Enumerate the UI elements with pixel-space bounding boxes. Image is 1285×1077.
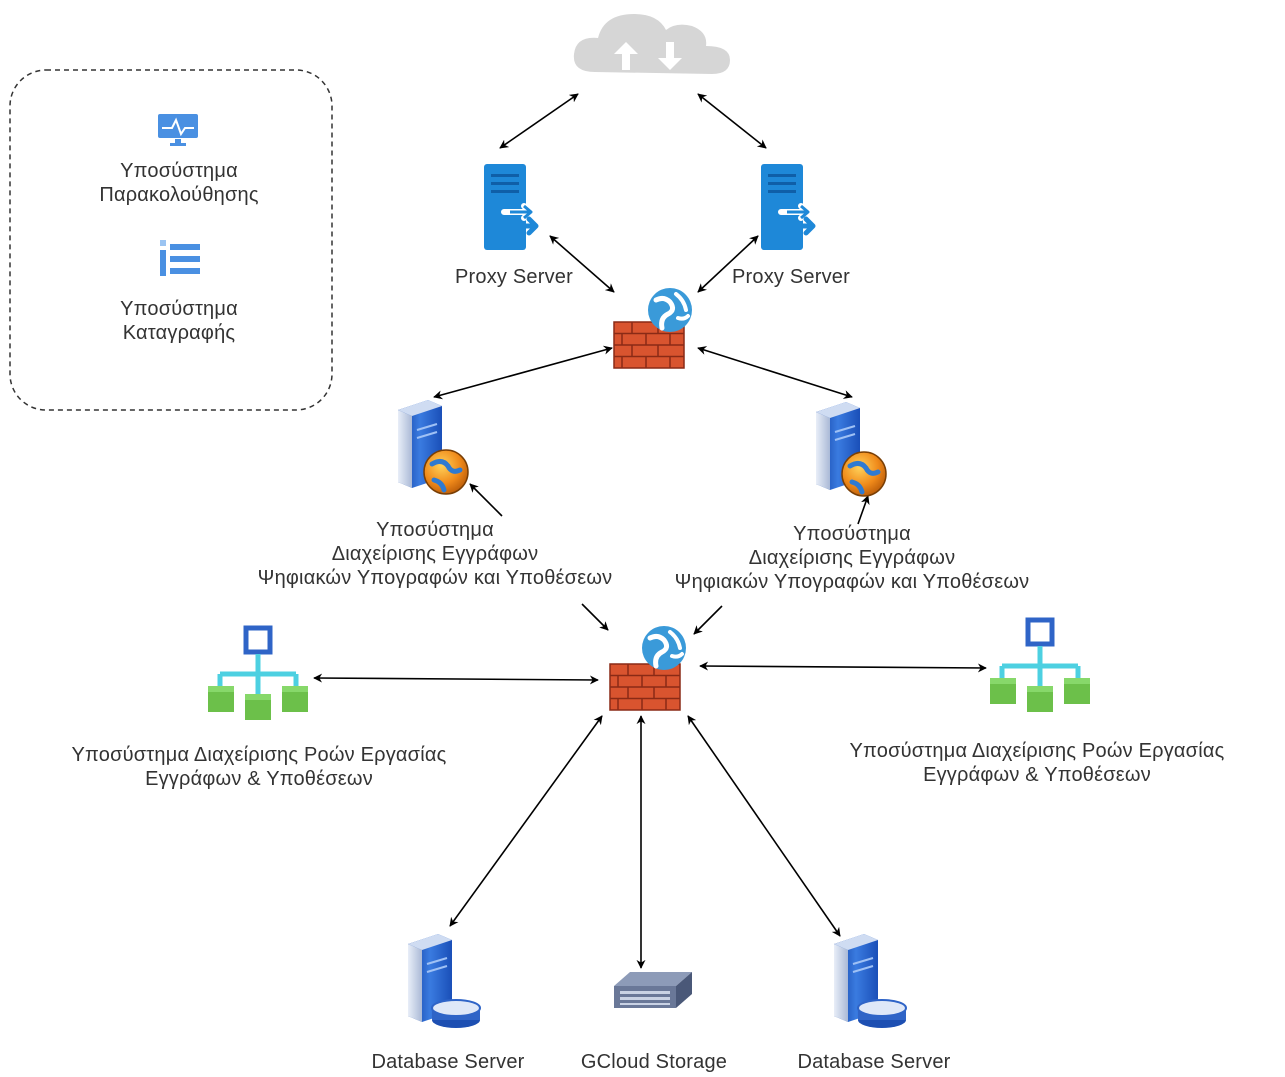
workflow-left-icon [208,628,308,720]
connectors [313,93,987,969]
monitoring-icon [158,114,198,146]
internet-cloud-icon [573,14,730,74]
link-proxy-left-firewall [549,235,615,293]
workflow-right-icon [990,620,1090,712]
proxy-server-left-label: Proxy Server [455,266,573,288]
firewall-bottom-icon [609,626,686,711]
proxy-server-right-icon [761,164,813,250]
link-firewall-web-left [433,345,613,400]
gcloud-storage-label: GCloud Storage [580,1051,728,1073]
web-server-left-icon [398,400,468,494]
link-firewall-web-right [697,346,853,399]
link-firewall-db-left [449,715,603,927]
database-server-left-label: Database Server [371,1051,525,1073]
firewall-top-icon [613,288,692,369]
link-proxy-right-firewall [697,235,759,293]
link-firewall-db-right [687,715,841,937]
proxy-server-right-label: Proxy Server [732,266,850,288]
link-docmgmt-right-firewall [693,605,723,635]
link-docmgmt-right-label [857,495,870,525]
link-cloud-proxy-right [697,93,767,149]
link-cloud-proxy-left [499,93,579,149]
link-docmgmt-left-label [469,483,503,517]
link-firewall-workflow-right [699,661,987,673]
link-workflow-left-firewall [313,673,599,685]
legend-box [9,69,333,411]
link-docmgmt-left-firewall [581,603,609,631]
database-server-right-label: Database Server [797,1051,951,1073]
logging-icon [160,240,200,276]
gcloud-storage-icon [614,972,692,1008]
web-server-right-icon [816,402,886,496]
proxy-server-left-icon [484,164,536,250]
database-server-right-icon [833,933,907,1029]
database-server-left-icon [407,933,481,1029]
